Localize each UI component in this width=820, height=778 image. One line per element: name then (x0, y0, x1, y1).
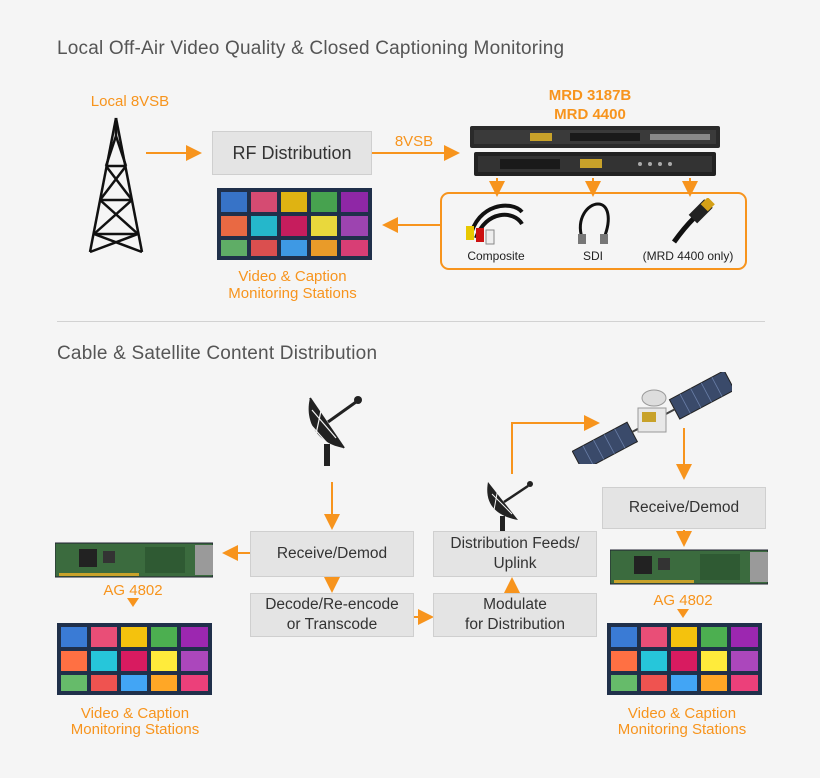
sdi-cable-icon (578, 202, 610, 244)
receive-demod-box-right: Receive/Demod (602, 487, 766, 529)
stations-label-1a: Video & Caption (238, 268, 347, 285)
receiver-devices-icon (470, 126, 720, 176)
stations-label-3b: Monitoring Stations (617, 721, 747, 738)
device-model-1: MRD 3187B (548, 87, 632, 104)
uplink-line-1: Distribution Feeds/ (450, 535, 580, 552)
ag-4802-board-right (610, 549, 768, 585)
stations-label-3a: Video & Caption (627, 705, 737, 722)
stations-label-2a: Video & Caption (80, 705, 190, 722)
monitor-wall-image-left (57, 623, 212, 695)
composite-label: Composite (467, 249, 525, 263)
hdmi-label: (MRD 4400 only) (642, 249, 734, 263)
local-8vsb-label: Local 8VSB (90, 93, 170, 110)
receive-demod-box-left: Receive/Demod (250, 531, 414, 577)
section2-title: Cable & Satellite Content Distribution (57, 343, 378, 364)
ag-4802-label-left: AG 4802 (103, 582, 163, 599)
uplink-line-2: Uplink (493, 555, 537, 572)
decode-line-2: or Transcode (286, 616, 378, 633)
uplink-dish-icon (487, 481, 533, 532)
composite-cable-icon (466, 203, 524, 245)
monitor-wall-image-right (607, 623, 762, 695)
stations-label-1b: Monitoring Stations (228, 285, 357, 302)
monitor-wall-image (217, 188, 372, 260)
ag-4802-label-right: AG 4802 (653, 592, 713, 609)
ag-4802-board-left (55, 542, 213, 578)
distribution-uplink-box: Distribution Feeds/ Uplink (433, 531, 597, 577)
8vsb-arrow-label: 8VSB (394, 133, 434, 150)
section-divider (57, 321, 765, 322)
section1-title: Local Off-Air Video Quality & Closed Cap… (57, 38, 565, 59)
broadcast-tower-icon (88, 117, 144, 254)
rf-distribution-box: RF Distribution (212, 131, 372, 175)
satellite-dish-icon (308, 396, 362, 466)
hdmi-cable-icon (671, 198, 715, 244)
stations-label-2b: Monitoring Stations (70, 721, 200, 738)
arrow-uplink-to-satellite (511, 415, 600, 474)
sdi-label: SDI (582, 249, 603, 263)
decode-transcode-box: Decode/Re-encode or Transcode (250, 593, 414, 637)
satellite-icon (572, 372, 732, 464)
modulate-line-2: for Distribution (465, 616, 565, 633)
modulate-line-1: Modulate (483, 596, 547, 613)
device-model-2: MRD 4400 (554, 106, 626, 123)
modulate-box: Modulate for Distribution (433, 593, 597, 637)
decode-line-1: Decode/Re-encode (265, 596, 399, 613)
